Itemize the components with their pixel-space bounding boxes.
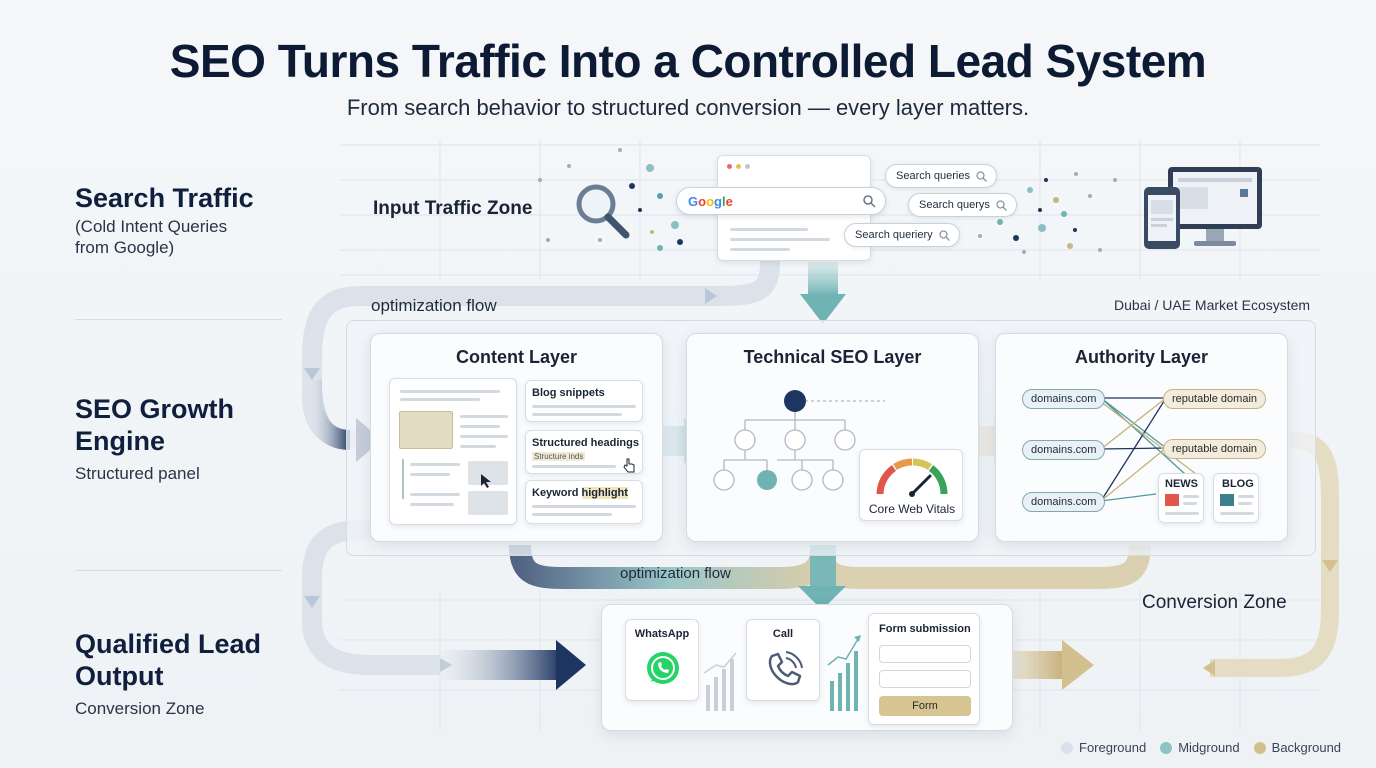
keyword-highlight-card: Keyword highlight [525,480,643,524]
cursor-icon [500,519,514,535]
call-card[interactable]: Call [746,619,820,701]
core-web-vitals-card: Core Web Vitals [859,449,963,521]
technical-seo-panel: Technical SEO Layer Core Web [686,333,979,542]
search-query-text: Search queries [896,170,970,182]
page-title: SEO Turns Traffic Into a Controlled Lead… [169,35,1207,87]
search-icon [863,195,876,208]
authority-layer-panel: Authority Layer domains.com domains.com … [995,333,1288,542]
sidebar-divider [75,570,282,571]
lead-output-title-2: Output [75,661,164,691]
site-architecture-tree [713,390,885,491]
lead-output-title-1: Qualified Lead [75,629,262,659]
form-field-2[interactable] [879,670,971,688]
form-field-1[interactable] [879,645,971,663]
structured-headings-card: Structured headings Structure inds [525,430,643,474]
optimization-flow-top-label: optimization flow [371,296,497,315]
reputable-domain-pill: reputable domain [1163,389,1267,409]
legend: Foreground Midground Background [1061,740,1341,755]
search-traffic-sub-1: (Cold Intent Queries [75,217,228,236]
legend-midground: Midground [1178,740,1240,755]
keyword-prefix: Keyword [532,487,582,499]
legend-foreground: Foreground [1079,740,1147,755]
blog-snippets-card: Blog snippets [525,380,643,422]
content-layer-panel: Content Layer Blog snippets Structured h… [370,333,663,542]
legend-dot-foreground [1061,741,1073,754]
domain-pill: domains.com [1022,440,1106,460]
content-page-mockup [389,378,517,525]
core-web-vitals-label: Core Web Vitals [868,502,956,516]
search-icon [996,200,1007,211]
growth-engine-title-1: SEO Growth [75,394,235,424]
phone-icon [768,651,803,686]
search-icon [939,230,950,241]
authority-layer-title: Authority Layer [1074,347,1209,367]
sidebar-divider [75,319,282,320]
google-logo: Google [688,194,733,209]
structured-headings-note: Structure inds [532,452,586,461]
growth-engine-section: SEO Growth Engine Structured panel [75,393,315,484]
optimization-flow-bottom-label: optimization flow [620,565,731,582]
form-card: Form submission Form [868,613,980,725]
search-traffic-section: Search Traffic (Cold Intent Queries from… [75,182,315,258]
legend-background: Background [1271,740,1342,755]
legend-dot-background [1253,741,1266,754]
conversion-zone-label: Conversion Zone [1142,592,1287,613]
whatsapp-card[interactable]: WhatsApp [625,619,699,701]
whatsapp-icon [647,652,679,684]
page-subtitle: From search behavior to structured conve… [346,95,1030,120]
search-query-pill: Search queries [885,164,997,188]
growth-chart-icon [827,635,861,711]
technical-seo-title: Technical SEO Layer [743,347,922,367]
blog-snippets-label: Blog snippets [532,387,605,399]
blog-label: BLOG [1222,478,1254,490]
content-layer-title: Content Layer [455,347,578,367]
search-input[interactable]: Google [676,187,886,215]
domain-pill: domains.com [1022,492,1106,512]
form-submission-label: Form submission [879,623,971,635]
news-card: NEWS [1158,473,1204,523]
reputable-domain-pill: reputable domain [1163,439,1267,459]
hand-cursor-icon [623,458,635,473]
blog-card: BLOG [1213,473,1259,523]
magnifier-icon [576,184,630,239]
keyword-highlight-word: highlight [581,487,628,499]
call-label: Call [772,628,794,640]
lead-output-sub: Conversion Zone [75,699,205,718]
growth-engine-title-2: Engine [75,426,166,456]
market-ecosystem-label: Dubai / UAE Market Ecosystem [1114,297,1311,313]
growth-bars-icon [703,652,737,711]
whatsapp-label: WhatsApp [634,628,690,640]
search-query-pill: Search querys [908,193,1017,217]
search-query-pill: Search queriery [844,223,960,247]
form-submit-button[interactable]: Form [879,696,971,716]
input-zone-label: Input Traffic Zone [373,198,533,219]
domain-pill: domains.com [1022,389,1106,409]
legend-dot-midground [1160,741,1173,754]
devices-icon [1144,167,1262,249]
browser-window-dots [718,156,870,169]
backlink-network-lines [1095,397,1197,502]
search-icon [976,171,987,182]
search-traffic-title: Search Traffic [75,183,254,213]
gauge-icon [876,458,948,497]
lead-output-section: Qualified Lead Output Conversion Zone [75,628,315,719]
search-traffic-sub-2: from Google) [75,238,175,257]
conversion-panel: WhatsApp Call Form submission [601,604,1013,731]
growth-engine-sub: Structured panel [75,464,200,483]
news-label: NEWS [1165,478,1198,490]
keyword-highlight-label: Keyword highlight [532,487,628,499]
search-query-text: Search querys [919,199,990,211]
structured-headings-label: Structured headings [532,437,639,449]
cursor-icon [481,474,491,488]
search-query-text: Search queriery [855,229,933,241]
